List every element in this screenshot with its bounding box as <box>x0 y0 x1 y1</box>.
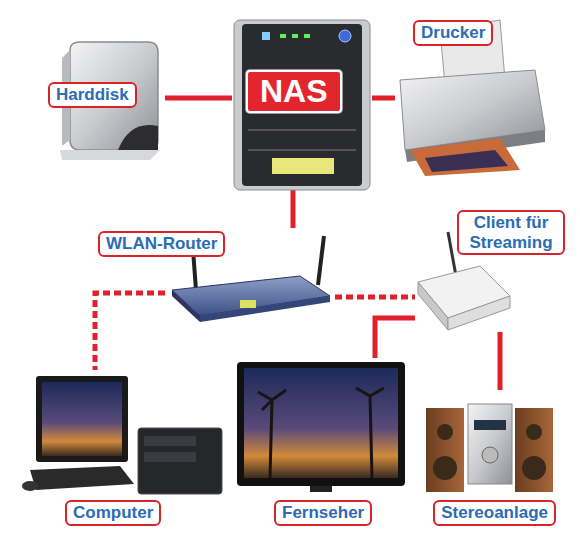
device-label: Computer <box>65 500 161 526</box>
cable-link <box>291 190 296 228</box>
stereo-illustration-part <box>522 456 546 480</box>
streaming-client-illustration-part <box>448 296 510 330</box>
nas-illustration-part <box>248 129 356 131</box>
computer-illustration-part <box>138 428 222 494</box>
stereo-illustration-part <box>433 456 457 480</box>
device-label: Client für Streaming <box>457 210 565 255</box>
nas-node: NAS <box>232 18 372 190</box>
device-label: NAS <box>246 70 342 113</box>
device-label: WLAN-Router <box>98 231 225 257</box>
wireless-link <box>95 293 165 370</box>
harddisk-node: Harddisk <box>45 38 165 160</box>
television-illustration-part <box>244 368 398 478</box>
cable-link <box>372 96 395 101</box>
computer-illustration-part <box>36 376 128 462</box>
stereo-illustration-part <box>515 408 553 492</box>
device-label: Harddisk <box>48 82 137 108</box>
nas-illustration-part <box>234 20 370 190</box>
nas-illustration-part <box>272 158 334 174</box>
printer-node: Drucker <box>395 18 545 175</box>
computer-illustration-part <box>144 452 196 462</box>
stereo-illustration <box>426 404 553 492</box>
computer-illustration-part <box>30 466 134 490</box>
printer-illustration-part <box>410 138 520 176</box>
router-illustration-part <box>172 290 200 322</box>
computer-illustration-part <box>22 481 38 491</box>
television-illustration <box>237 362 405 492</box>
cable-link <box>375 318 415 358</box>
nas-illustration-part <box>248 149 356 151</box>
printer-illustration-part <box>425 150 508 172</box>
harddisk-illustration-part <box>118 125 158 152</box>
router-illustration-part <box>200 296 330 322</box>
streaming-client-illustration-part <box>448 232 456 276</box>
computer-illustration-part <box>42 382 122 456</box>
router-node: WLAN-Router <box>165 228 335 322</box>
television-illustration-part <box>237 362 405 486</box>
computer-node: Computer <box>25 370 228 528</box>
router-illustration-part <box>240 300 256 308</box>
streaming-client-illustration-part <box>418 282 448 330</box>
streaming-client-node: Client für Streaming <box>415 240 512 332</box>
wireless-link <box>335 295 415 300</box>
television-illustration-part <box>356 388 384 478</box>
stereo-illustration-part <box>474 420 506 430</box>
nas-illustration-part <box>280 34 286 38</box>
stereo-illustration-part <box>426 408 464 492</box>
device-label: Fernseher <box>274 500 372 526</box>
stereo-illustration-part <box>437 424 453 440</box>
stereo-node: Stereoanlage <box>420 390 560 528</box>
nas-illustration-part <box>242 24 362 186</box>
nas-illustration-part <box>339 30 351 42</box>
harddisk-illustration-part <box>60 150 160 160</box>
television-node: Fernseher <box>232 358 408 528</box>
nas-illustration <box>234 20 370 190</box>
stereo-illustration-part <box>526 424 542 440</box>
cable-link <box>165 96 232 101</box>
device-label: Drucker <box>413 20 493 46</box>
nas-illustration-part <box>292 34 298 38</box>
router-illustration-part <box>318 236 324 285</box>
television-illustration-part <box>258 390 286 478</box>
nas-illustration-part <box>262 32 270 40</box>
nas-illustration-part <box>304 34 310 38</box>
stereo-illustration-part <box>482 447 498 463</box>
cable-link <box>498 332 503 390</box>
computer-illustration-part <box>144 436 196 446</box>
television-illustration-part <box>310 486 332 492</box>
printer-illustration <box>400 20 545 176</box>
device-label: Stereoanlage <box>433 500 556 526</box>
computer-illustration <box>22 376 222 494</box>
stereo-illustration-part <box>468 404 512 484</box>
